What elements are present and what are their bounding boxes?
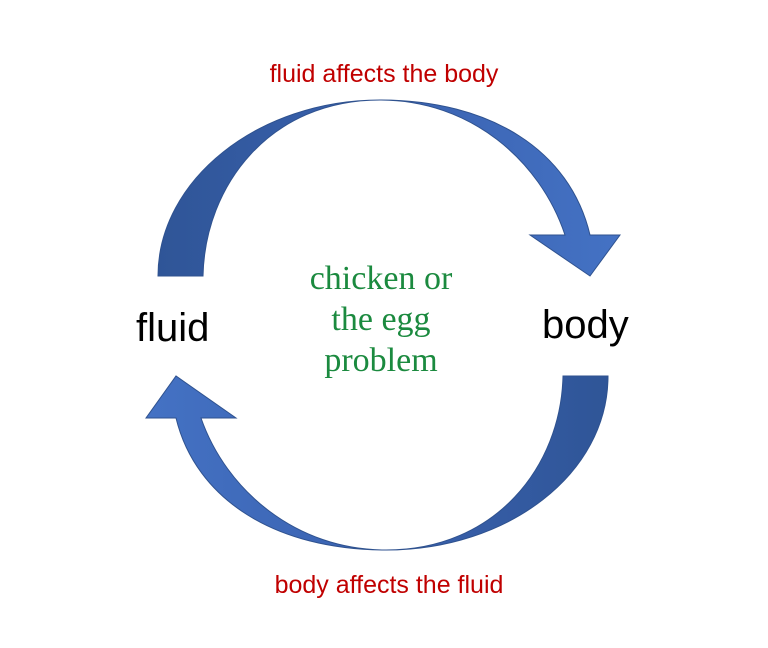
center-line-3: problem (324, 342, 438, 379)
bottom-curved-arrow (145, 375, 609, 551)
body-label: body (542, 303, 629, 347)
fluid-label: fluid (136, 306, 210, 350)
top-curved-arrow (157, 99, 621, 277)
center-line-2: the egg (331, 301, 431, 338)
center-text: chicken or the egg problem (256, 258, 506, 381)
bottom-caption: body affects the fluid (274, 571, 504, 599)
center-line-1: chicken or (309, 260, 453, 297)
top-caption: fluid affects the body (269, 60, 499, 88)
